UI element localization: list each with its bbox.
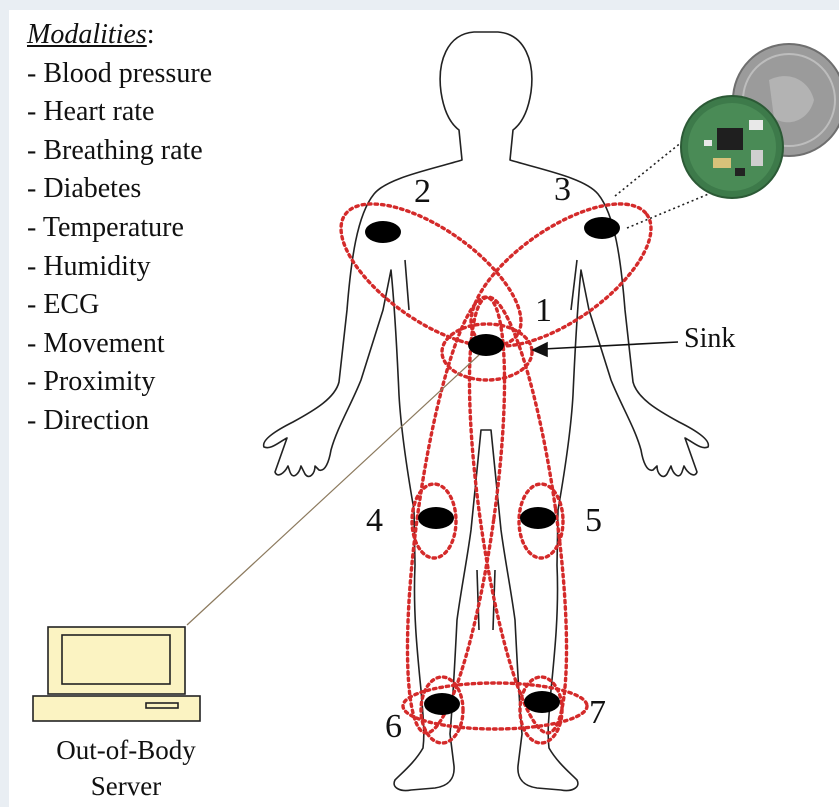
modalities-list: - Blood pressure - Heart rate - Breathin…	[27, 55, 212, 441]
sensor-node-6	[424, 693, 460, 715]
list-item: - Movement	[27, 325, 212, 364]
list-item: - Proximity	[27, 363, 212, 402]
server-link-line	[187, 355, 479, 625]
node-label-4: 4	[366, 504, 383, 538]
sensor-node-2	[365, 221, 401, 243]
sensor-node-4	[418, 507, 454, 529]
server-label-line-1: Out-of-Body	[11, 732, 241, 768]
sink-arrow	[533, 342, 678, 356]
modalities-title: Modalities:	[27, 16, 212, 55]
list-item: - Breathing rate	[27, 132, 212, 171]
server-label: Out-of-Body Server	[11, 732, 241, 804]
sensor-node-5	[520, 507, 556, 529]
list-item: - Heart rate	[27, 93, 212, 132]
sensor-node-3	[584, 217, 620, 239]
node-label-2: 2	[414, 175, 431, 209]
node-label-3: 3	[554, 173, 571, 207]
list-item: - Temperature	[27, 209, 212, 248]
sensor-nodes	[365, 217, 620, 715]
sensor-hardware-picture	[681, 44, 839, 198]
modalities-panel: Modalities: - Blood pressure - Heart rat…	[27, 16, 212, 441]
node-label-5: 5	[585, 504, 602, 538]
node-label-6: 6	[385, 710, 402, 744]
server-label-line-2: Server	[11, 768, 241, 804]
list-item: - Humidity	[27, 248, 212, 287]
node-label-7: 7	[589, 696, 606, 730]
computer-icon	[33, 627, 200, 721]
diagram-canvas: Modalities: - Blood pressure - Heart rat…	[9, 10, 839, 807]
link-2-to-1	[319, 177, 544, 373]
list-item: - Direction	[27, 402, 212, 441]
human-body-outline	[264, 32, 709, 791]
list-item: - Blood pressure	[27, 55, 212, 94]
sensor-node-1	[468, 334, 504, 356]
sink-label: Sink	[684, 325, 735, 353]
list-item: - ECG	[27, 286, 212, 325]
node-label-1: 1	[535, 294, 552, 328]
sensor-node-7	[524, 691, 560, 713]
list-item: - Diabetes	[27, 170, 212, 209]
